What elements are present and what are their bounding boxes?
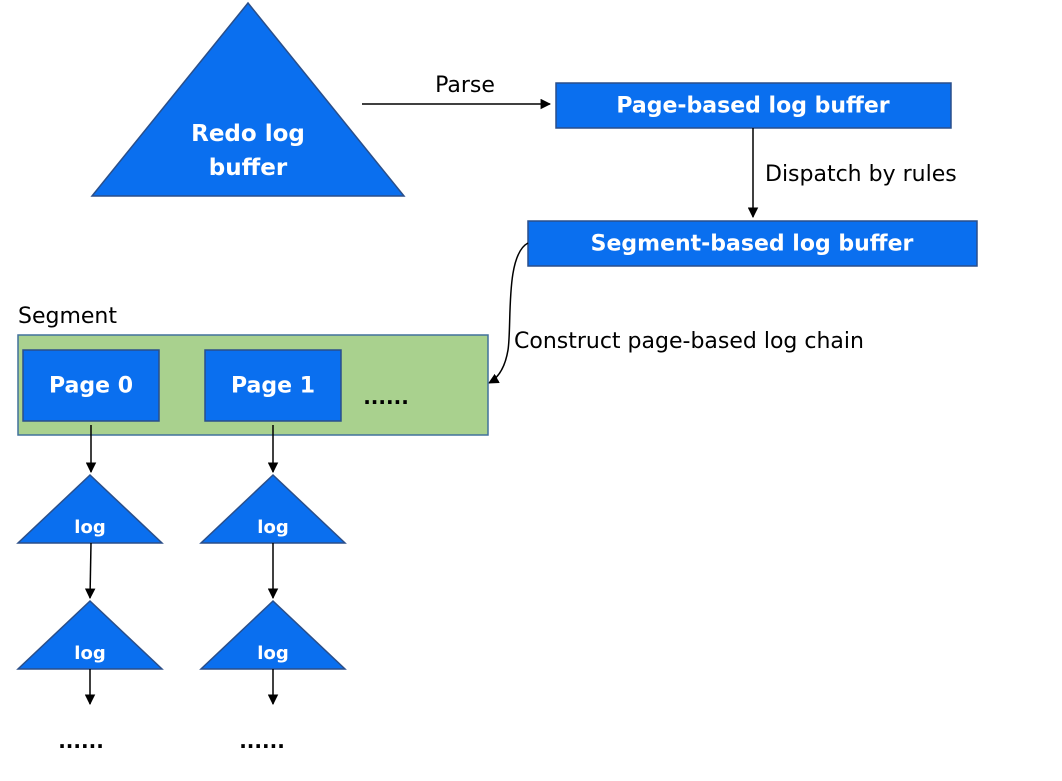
- page-based-log-buffer-node: Page-based log buffer: [555, 82, 952, 129]
- chain-0-more: ......: [58, 729, 104, 753]
- dispatch-label: Dispatch by rules: [765, 162, 957, 187]
- page-1-box: [204, 349, 342, 422]
- chain-0-log-0-label: log: [74, 517, 105, 538]
- page-based-log-buffer-label: Page-based log buffer: [616, 94, 889, 119]
- chain-0-arrow-1: [84, 542, 96, 600]
- segment-container: Page 0 Page 1 ......: [17, 334, 489, 436]
- redo-log-buffer-node: Redo log buffer: [90, 1, 406, 197]
- parse-label: Parse: [435, 73, 495, 98]
- redo-log-buffer-shape: [90, 1, 406, 197]
- page-1-label: Page 1: [231, 374, 315, 399]
- segment-more-pages: ......: [363, 385, 409, 409]
- page-based-log-buffer-box: [555, 82, 952, 129]
- construct-label: Construct page-based log chain: [514, 329, 864, 354]
- segment-based-log-buffer-box: [527, 220, 978, 267]
- segment-based-log-buffer-label: Segment-based log buffer: [591, 232, 914, 257]
- page-1-log-chain: log log ......: [199, 425, 347, 753]
- chain-1-more: ......: [239, 729, 285, 753]
- chain-0-log-1-label: log: [74, 643, 105, 664]
- page-0-box: [22, 349, 160, 422]
- redo-log-buffer-label-line2: buffer: [209, 155, 288, 181]
- chain-0-log-0-shape: [16, 473, 164, 544]
- segment-based-log-buffer-node: Segment-based log buffer: [527, 220, 978, 267]
- chain-1-log-0-label: log: [257, 517, 288, 538]
- construct-arrow: [488, 242, 529, 384]
- page-0-log-chain: log log ......: [16, 425, 164, 753]
- chain-1-log-1-label: log: [257, 643, 288, 664]
- page-0-label: Page 0: [49, 374, 133, 399]
- redo-log-buffer-label-line1: Redo log: [191, 121, 305, 147]
- segment-title: Segment: [18, 304, 117, 329]
